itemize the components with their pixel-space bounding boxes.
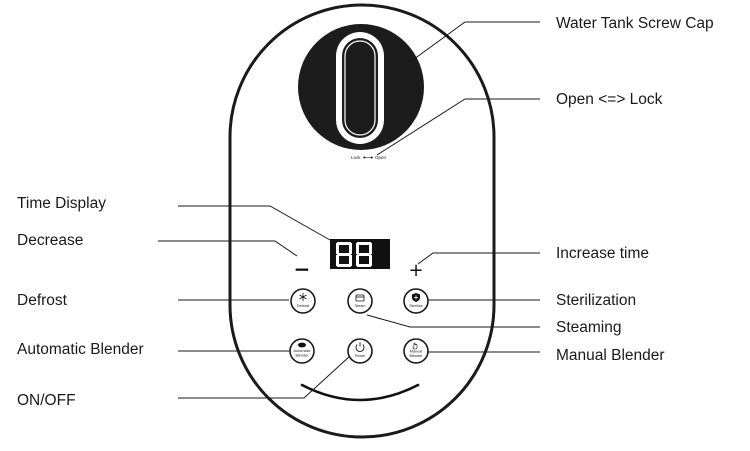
label-open-lock: Open <=> Lock bbox=[556, 91, 663, 108]
leader-lines bbox=[158, 21, 540, 399]
arrow-left-icon bbox=[363, 156, 365, 159]
label-decrease: Decrease bbox=[17, 232, 83, 249]
shield-icon bbox=[412, 293, 420, 302]
label-on-off: ON/OFF bbox=[17, 392, 76, 409]
display-digit-1 bbox=[336, 242, 352, 267]
manual-blender-label-line2: Blender bbox=[409, 354, 423, 358]
water-tank-screw-cap[interactable] bbox=[298, 24, 424, 150]
snowflake-icon bbox=[299, 293, 307, 301]
arrow-right-icon bbox=[371, 156, 373, 159]
lock-open-indicator: Lock Open bbox=[351, 155, 387, 160]
cap-open-label: Open bbox=[375, 155, 387, 160]
cap-lock-label: Lock bbox=[351, 155, 361, 160]
label-water-tank-screw-cap: Water Tank Screw Cap bbox=[556, 15, 714, 32]
manual-blender-button[interactable]: Manual Blender bbox=[403, 338, 429, 364]
label-sterilization: Sterilization bbox=[556, 292, 636, 309]
increase-button[interactable]: + bbox=[408, 260, 423, 281]
time-display: 88 bbox=[0, 0, 390, 269]
defrost-button[interactable]: Defrost bbox=[290, 288, 316, 314]
power-button-label: Power bbox=[355, 354, 366, 358]
display-digits-value: 88 bbox=[0, 0, 2, 1]
label-time-display: Time Display bbox=[17, 195, 106, 212]
label-steaming: Steaming bbox=[556, 319, 621, 336]
power-button[interactable]: Power bbox=[347, 338, 373, 364]
steam-button[interactable]: Steam bbox=[347, 288, 373, 314]
label-increase-time: Increase time bbox=[556, 245, 649, 262]
sterilize-button-label: Sterilize bbox=[409, 304, 423, 308]
blender-icon bbox=[298, 342, 306, 348]
automatic-blender-label-line1: Automatic bbox=[294, 349, 311, 353]
callout-labels: Water Tank Screw Cap Open <=> Lock Time … bbox=[17, 15, 714, 409]
label-defrost: Defrost bbox=[17, 292, 68, 309]
label-manual-blender: Manual Blender bbox=[556, 347, 665, 364]
steam-button-label: Steam bbox=[355, 304, 366, 308]
automatic-blender-label-line2: Blender bbox=[295, 354, 309, 358]
steam-pot-icon bbox=[355, 294, 365, 302]
display-digit-2 bbox=[356, 242, 372, 267]
sterilize-button[interactable]: Sterilize bbox=[403, 288, 429, 314]
hand-icon bbox=[412, 342, 418, 350]
decorative-arc bbox=[300, 383, 420, 402]
manual-blender-label-line1: Manual bbox=[410, 350, 423, 354]
label-automatic-blender: Automatic Blender bbox=[17, 341, 144, 358]
device-body bbox=[228, 3, 496, 439]
defrost-button-label: Defrost bbox=[297, 304, 310, 308]
decrease-button[interactable]: − bbox=[294, 257, 311, 281]
power-icon bbox=[355, 342, 365, 352]
automatic-blender-button[interactable]: Automatic Blender bbox=[289, 338, 315, 364]
